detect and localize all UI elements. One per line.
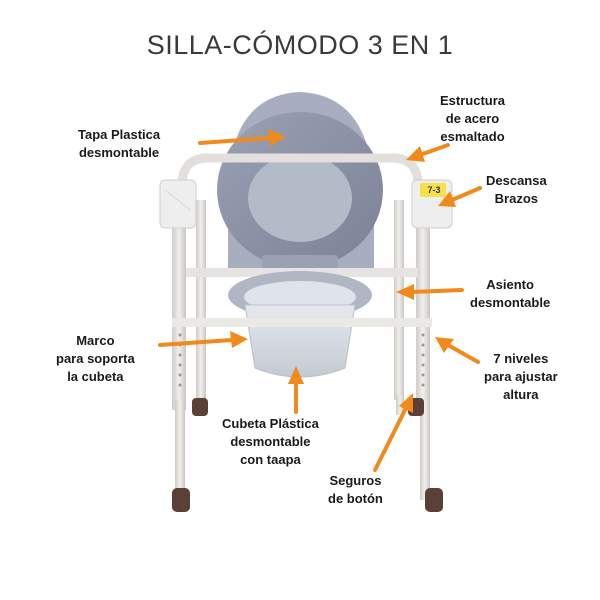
label-asiento-line2: desmontable [470,295,551,310]
height-holes [178,333,425,387]
label-estructura-line3: esmaltado [440,129,505,144]
arrow-descansa [450,186,482,202]
arrow-tapa [198,136,272,145]
left-leg [172,190,186,410]
label-descansa-line1: Descansa [486,173,547,188]
label-marco-line1: Marco [76,333,115,348]
label-niveles: 7 niveles para ajustar altura [484,350,558,404]
label-seguros-line1: Seguros [329,473,382,488]
left-back-leg [196,200,206,400]
label-marco-line3: la cubeta [67,369,124,384]
arrow-estructura [418,143,450,157]
right-armrest [411,179,453,229]
label-niveles-line2: para ajustar [484,369,558,384]
label-asiento-line1: Asiento [486,277,534,292]
arrow-niveles [446,343,480,364]
label-cubeta-line1: Cubeta Plástica [222,416,319,431]
right-back-leg [394,200,404,400]
left-leg-extension [175,400,185,500]
toilet-lid [217,112,383,269]
right-leg-extension [420,400,430,500]
label-tapa-plastica: Tapa Plastica desmontable [78,126,160,162]
label-estructura: Estructura de acero esmaltado [440,92,505,146]
back-frame [177,153,423,186]
bucket [244,304,356,378]
label-niveles-line1: 7 niveles [493,351,549,366]
callout-arrows [158,129,482,472]
label-tapa-line2: desmontable [78,145,160,160]
label-tapa-line1: Tapa Plastica [78,127,161,142]
label-descansa-line2: Brazos [494,191,539,206]
right-leg [416,190,430,410]
label-asiento: Asiento desmontable [470,276,550,312]
arrow-marco [158,338,234,347]
label-cubeta-line2: desmontable [230,434,311,449]
price-tag-text: 7-3 [427,185,441,195]
price-tag [420,183,446,197]
label-niveles-line3: altura [503,387,539,402]
label-descansa-brazos: Descansa Brazos [486,172,547,208]
arrow-seguros [373,406,408,472]
right-back-leg-extension [396,395,404,415]
label-marco: Marco para soporta la cubeta [56,332,135,386]
arrow-asiento [410,288,464,294]
left-armrest [159,179,197,229]
label-estructura-line1: Estructura [440,93,506,108]
bucket-support-frame [172,318,432,327]
page-title: SILLA-CÓMODO 3 EN 1 [146,30,454,60]
label-cubeta-line3: con taapa [240,452,301,467]
label-marco-line2: para soporta [56,351,135,366]
label-estructura-line2: de acero [445,111,500,126]
label-seguros-line2: de botón [328,491,383,506]
label-cubeta: Cubeta Plástica desmontable con taapa [222,415,319,469]
label-seguros: Seguros de botón [328,472,383,508]
